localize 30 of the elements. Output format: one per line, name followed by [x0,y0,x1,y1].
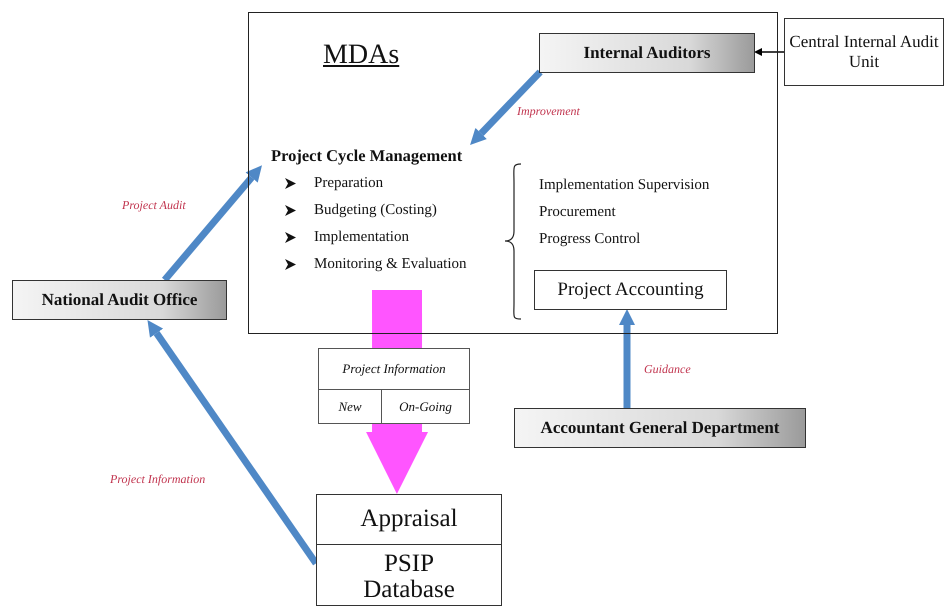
unit-box: Internal Auditors [539,33,755,73]
arrow [162,165,262,282]
arrow [470,70,543,145]
table-cell-text: New [337,398,363,416]
arrow [619,309,635,408]
list-item: Budgeting (Costing) [314,202,437,219]
arrow [754,48,784,56]
box-section-text: PSIP Database [317,544,501,604]
task-label: Procurement [539,204,616,221]
unit-box: Central Internal Audit Unit [784,18,944,86]
list-heading: Project Cycle Management [271,146,464,166]
list-item: Preparation [314,175,384,192]
table-header: Project Information [319,349,469,390]
frame-title: MDAs [323,39,400,71]
unit-box: Accountant General Department [514,408,806,448]
edge-label: Improvement [515,104,582,119]
info-table [318,348,470,424]
block-arrow [366,424,428,494]
database-box [316,494,502,606]
unit-box: Project Accounting [534,270,727,310]
box-section-text: Appraisal [359,504,459,534]
organization-frame [248,12,778,334]
list-item: Implementation [314,229,409,246]
edge-label: Project Audit [120,198,188,213]
edge-label: Project Information [108,472,208,487]
unit-box: National Audit Office [12,280,227,320]
list-item: Monitoring & Evaluation [314,256,466,273]
task-label: Progress Control [539,231,640,248]
table-cell: On-Going [381,390,469,424]
task-label: Implementation Supervision [539,177,710,194]
